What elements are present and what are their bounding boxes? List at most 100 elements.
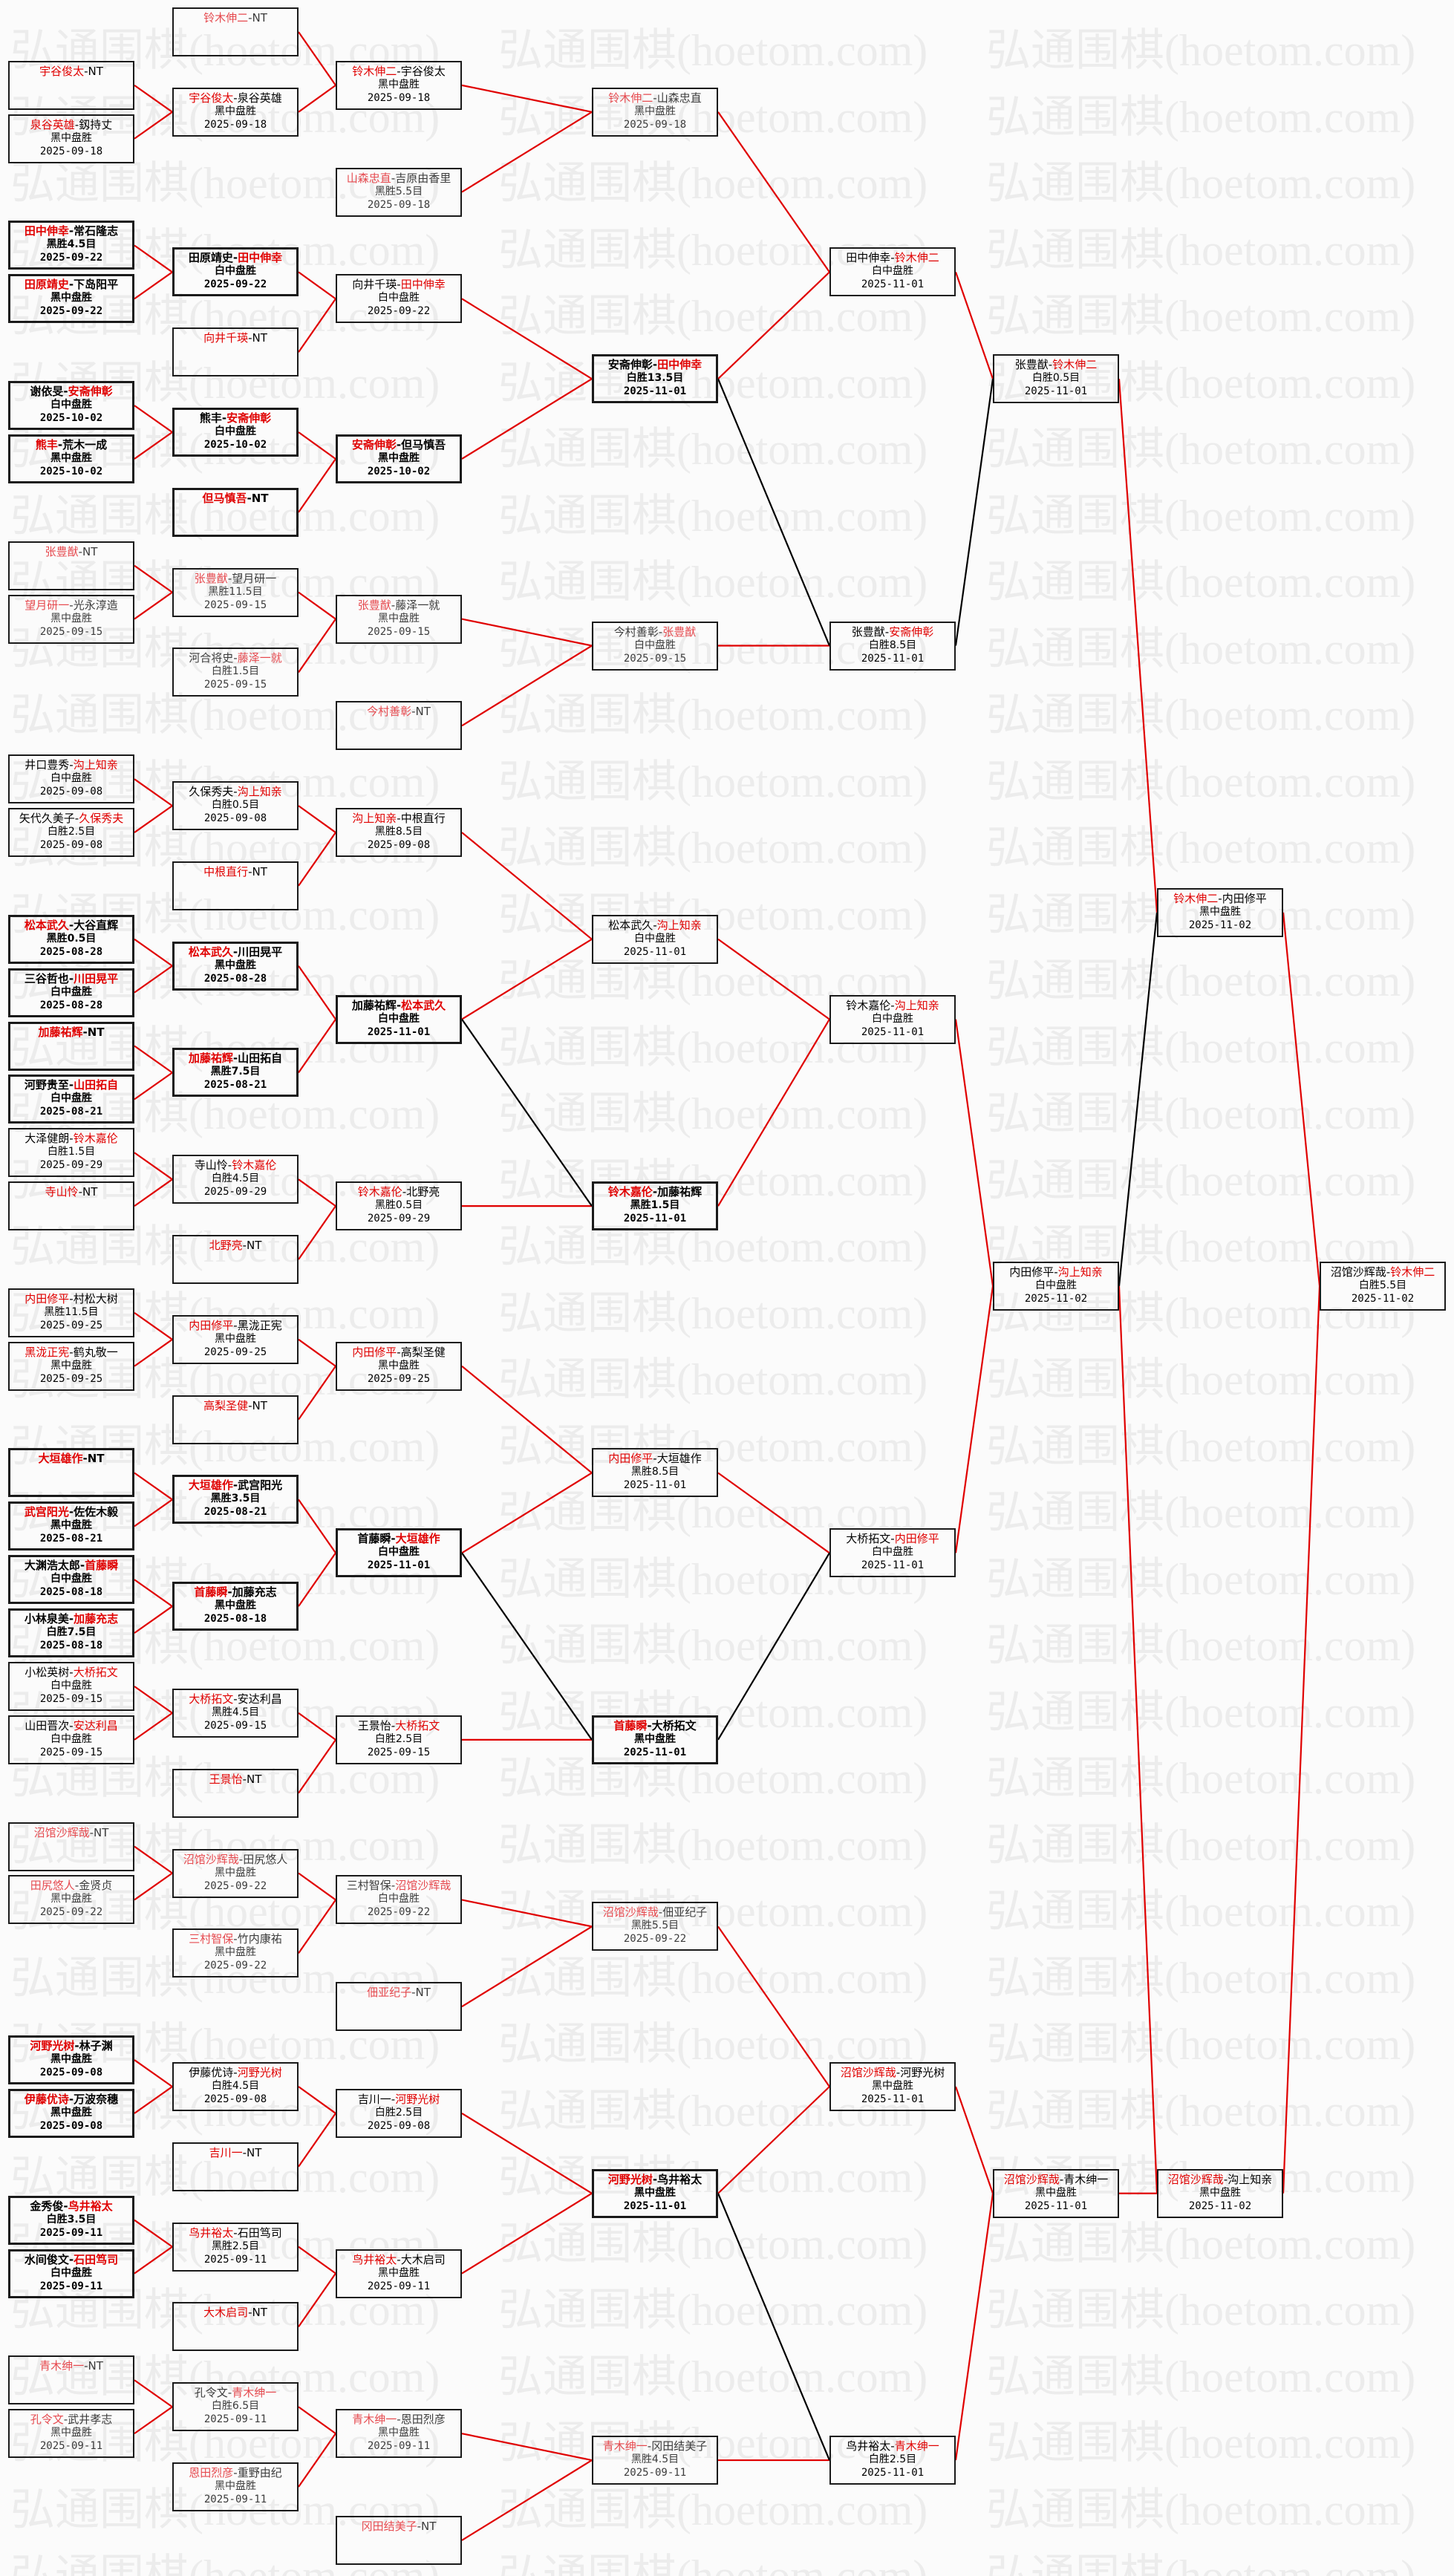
winner-name: 青木绅一 — [352, 2413, 397, 2427]
player-name: 北野亮 — [406, 1185, 440, 1199]
winner-name: 铃木伸二 — [352, 64, 397, 78]
player-separator: - — [247, 491, 252, 505]
winner-path-line — [134, 1712, 173, 1741]
match-players: 首藤瞬-大垣雄作 — [338, 1532, 460, 1545]
match-players: 熊丰-安斋伸彰 — [175, 411, 296, 425]
player-separator: - — [68, 1612, 74, 1626]
match-result: 白胜1.5目 — [211, 665, 260, 678]
player-separator: - — [227, 1585, 232, 1600]
match-players: 安斋伸彰-田中伸幸 — [594, 358, 716, 371]
player-name: 大桥拓文 — [651, 1718, 697, 1732]
player-name: 田原靖史 — [188, 251, 233, 265]
winner-path-line — [134, 564, 173, 593]
match-date: 2025-09-11 — [39, 2280, 103, 2292]
winner-path-line — [298, 2406, 336, 2435]
match-players: 小林泉美-加藤充志 — [10, 1612, 132, 1626]
player-separator: - — [391, 1879, 396, 1893]
bye-label: NT — [251, 491, 269, 505]
